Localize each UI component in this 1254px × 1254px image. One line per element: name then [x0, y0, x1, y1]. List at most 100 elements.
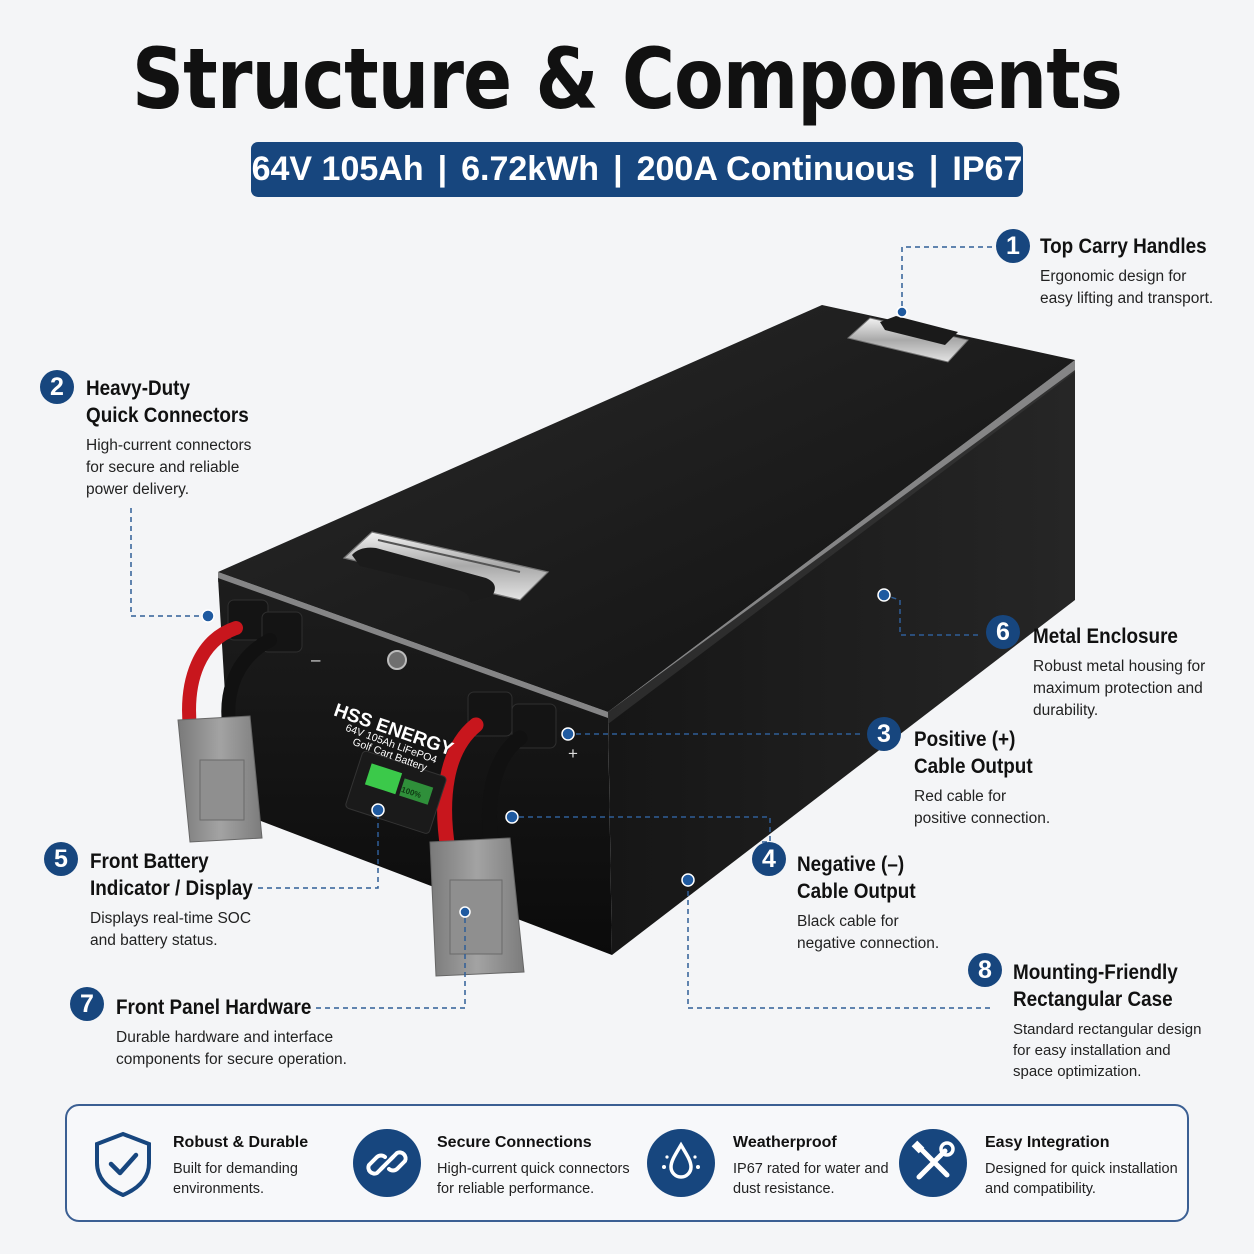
spec-separator: | [437, 150, 448, 188]
callout-title: Positive (+) Cable Output [914, 726, 1037, 780]
title-line: Cable Output [914, 755, 1033, 778]
battery-display-panel [345, 750, 447, 834]
callout-title: Front Panel Hardware [116, 996, 312, 1019]
callout-number-2: 2 [40, 370, 74, 404]
feature-secure-connections: Secure Connections High-current quick co… [351, 1106, 641, 1220]
feature-easy-integration: Easy Integration Designed for quick inst… [897, 1106, 1183, 1220]
callout-positive-cable: Positive (+) Cable Output Red cable for … [914, 726, 1050, 830]
title-line: Positive (+) [914, 728, 1016, 751]
feature-title: Easy Integration [985, 1134, 1110, 1151]
desc-line: Built for demanding [173, 1161, 298, 1177]
link-icon [353, 1129, 421, 1197]
leader-lines [130, 246, 992, 1009]
callout-number-4: 4 [752, 842, 786, 876]
desc-line: power delivery. [86, 481, 190, 498]
desc-line: Red cable for [914, 788, 1007, 805]
desc-line: for secure and reliable [86, 459, 240, 476]
callout-front-panel-hardware: Front Panel Hardware Durable hardware an… [116, 994, 347, 1071]
callout-description: Standard rectangular design for easy ins… [1013, 1019, 1201, 1082]
callout-description: Robust metal housing for maximum protect… [1033, 656, 1205, 722]
feature-title: Robust & Durable [173, 1134, 309, 1151]
callout-quick-connectors: Heavy-Duty Quick Connectors High-current… [86, 375, 267, 501]
title-line: Mounting-Friendly [1013, 961, 1178, 984]
desc-line: Durable hardware and interface [116, 1029, 334, 1046]
top-handle-near [342, 531, 550, 602]
desc-line: Designed for quick installation [985, 1161, 1178, 1177]
desc-line: negative connection. [797, 935, 940, 952]
desc-line: positive connection. [914, 810, 1051, 827]
tools-icon [899, 1129, 967, 1197]
callout-number-6: 6 [986, 615, 1020, 649]
front-bolt [387, 650, 407, 670]
callout-battery-indicator: Front Battery Indicator / Display Displa… [90, 848, 271, 952]
leader-dots [201, 306, 908, 918]
top-handle-far [846, 316, 969, 363]
feature-title: Secure Connections [437, 1134, 592, 1151]
feature-description: Built for demanding environments. [173, 1159, 298, 1199]
feature-robust-durable: Robust & Durable Built for demanding env… [67, 1106, 347, 1220]
desc-line: dust resistance. [733, 1181, 835, 1197]
title-line: Front Battery [90, 850, 209, 873]
callout-description: Red cable for positive connection. [914, 786, 1050, 830]
desc-line: for easy installation and [1013, 1042, 1171, 1059]
right-terminals [429, 691, 557, 977]
desc-line: and battery status. [90, 932, 218, 949]
callout-number-7: 7 [70, 987, 104, 1021]
title-line: Rectangular Case [1013, 988, 1173, 1011]
callout-title: Mounting-Friendly Rectangular Case [1013, 959, 1183, 1013]
callout-rectangular-case: Mounting-Friendly Rectangular Case Stand… [1013, 959, 1201, 1082]
callout-description: High-current connectors for secure and r… [86, 435, 267, 501]
positive-terminal-symbol: + [568, 744, 578, 763]
desc-line: High-current connectors [86, 437, 252, 454]
callout-number-5: 5 [44, 842, 78, 876]
left-terminals [177, 599, 303, 843]
desc-line: and compatibility. [985, 1181, 1096, 1197]
callout-description: Black cable for negative connection. [797, 911, 939, 955]
water-drop-icon [647, 1129, 715, 1197]
callout-top-carry-handles: Top Carry Handles Ergonomic design for e… [1040, 233, 1225, 310]
feature-description: IP67 rated for water and dust resistance… [733, 1159, 889, 1199]
feature-title: Weatherproof [733, 1134, 837, 1151]
feature-weatherproof: Weatherproof IP67 rated for water and du… [647, 1106, 897, 1220]
callout-title: Metal Enclosure [1033, 625, 1178, 648]
desc-line: High-current quick connectors [437, 1161, 630, 1177]
title-line: Heavy-Duty [86, 377, 190, 400]
desc-line: durability. [1033, 702, 1099, 719]
desc-line: Ergonomic design for [1040, 268, 1187, 285]
title-line: Quick Connectors [86, 404, 249, 427]
desc-line: easy lifting and transport. [1040, 290, 1214, 307]
case-top-face [218, 305, 1075, 712]
callout-title: Top Carry Handles [1040, 235, 1207, 258]
callout-number-1: 1 [996, 229, 1030, 263]
shield-check-icon [95, 1131, 151, 1197]
feature-description: High-current quick connectors for reliab… [437, 1159, 630, 1199]
callout-negative-cable: Negative (–) Cable Output Black cable fo… [797, 851, 939, 955]
callout-title: Heavy-Duty Quick Connectors [86, 375, 249, 429]
title-line: Negative (–) [797, 853, 905, 876]
title-line: Indicator / Display [90, 877, 253, 900]
callout-description: Durable hardware and interface component… [116, 1027, 347, 1071]
title-line: Cable Output [797, 880, 916, 903]
spec-separator: | [613, 150, 623, 188]
negative-terminal-symbol: – [311, 650, 321, 669]
spec-energy: 6.72kWh [461, 150, 600, 188]
desc-line: Displays real-time SOC [90, 910, 252, 927]
spec-current: 200A Continuous [636, 150, 915, 188]
callout-number-8: 8 [968, 953, 1002, 987]
desc-line: Robust metal housing for [1033, 658, 1206, 675]
spec-separator: | [928, 150, 939, 188]
callout-description: Ergonomic design for easy lifting and tr… [1040, 266, 1225, 310]
desc-line: IP67 rated for water and [733, 1161, 889, 1177]
desc-line: Black cable for [797, 913, 899, 930]
spec-rating: IP67 [952, 150, 1023, 188]
callout-number-3: 3 [867, 717, 901, 751]
case-side-face [608, 370, 1075, 955]
callout-description: Displays real-time SOC and battery statu… [90, 908, 271, 952]
features-panel: Robust & Durable Built for demanding env… [65, 1104, 1189, 1222]
callout-metal-enclosure: Metal Enclosure Robust metal housing for… [1033, 623, 1205, 722]
desc-line: for reliable performance. [437, 1181, 595, 1197]
desc-line: maximum protection and [1033, 680, 1203, 697]
desc-line: environments. [173, 1181, 265, 1197]
spec-voltage: 64V 105Ah [251, 150, 424, 188]
